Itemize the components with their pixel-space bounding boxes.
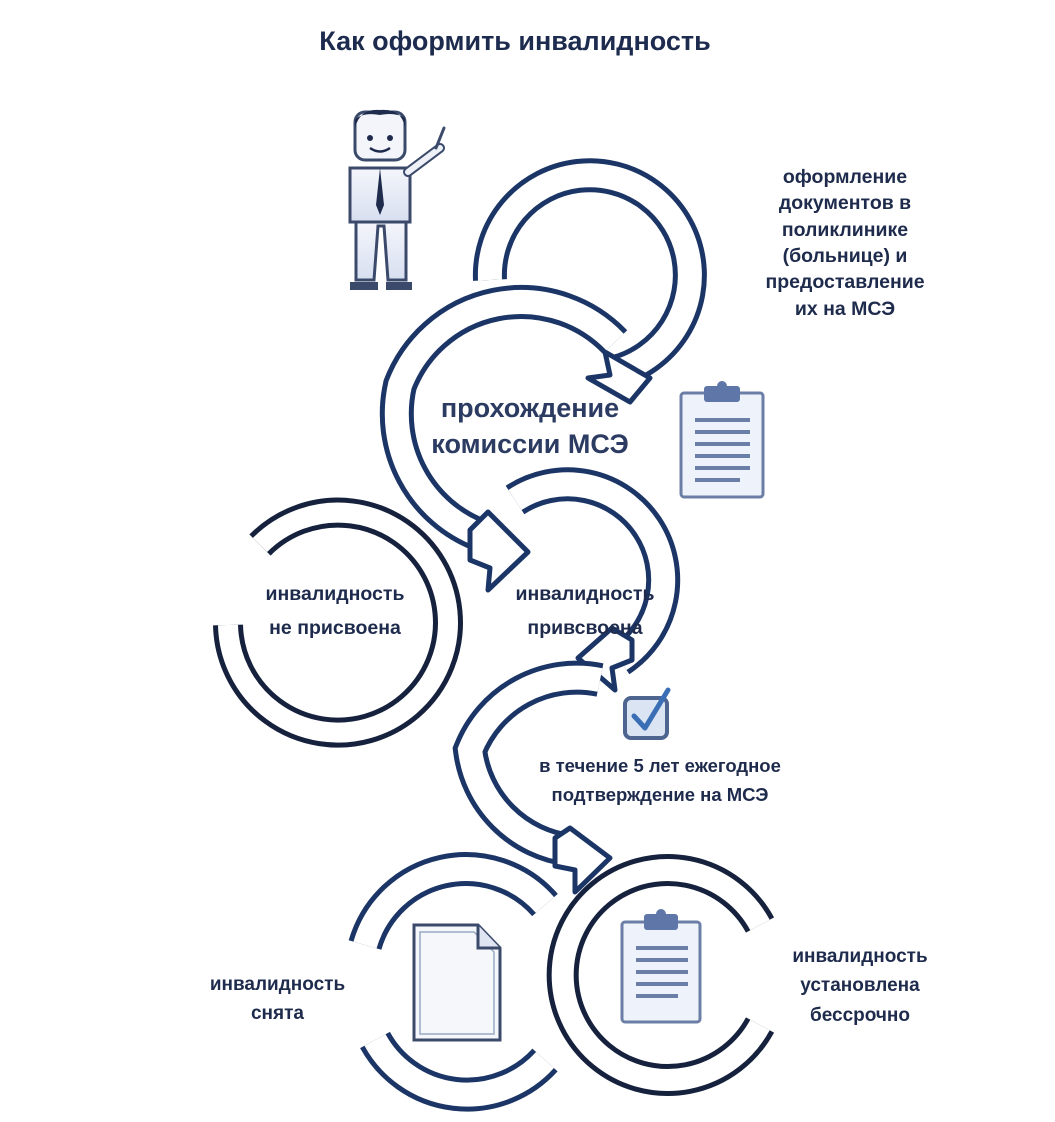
arrowhead-left: [575, 625, 635, 693]
arrowhead-down: [585, 349, 653, 405]
step-permanent-line: инвалидность: [792, 946, 928, 967]
page-title: Как оформить инвалидность: [319, 26, 711, 56]
step-assigned-line: инвалидность: [515, 583, 655, 605]
step-removed: инвалидность снята: [180, 970, 375, 1029]
step-permanent-line: бессрочно: [809, 1004, 911, 1026]
step-documents-line: поликлинике: [781, 218, 909, 241]
step-assigned: инвалидность привсвоена: [485, 577, 685, 645]
ring-removed: [348, 852, 558, 1112]
step-commission: прохождение комиссии МСЭ: [395, 390, 665, 463]
step-documents-line: оформление: [782, 166, 908, 188]
step-not-assigned: инвалидность не присвоена: [235, 577, 435, 645]
step-commission-line: комиссии МСЭ: [431, 429, 629, 460]
document-icon: [412, 923, 502, 1042]
step-documents-line: документов в: [778, 192, 912, 215]
clipboard-icon: [679, 381, 765, 499]
ring-documents: [472, 158, 707, 405]
step-documents-line: предоставление: [765, 271, 925, 294]
ring-annual: [452, 660, 613, 895]
businessman-icon: [348, 109, 446, 290]
ring-commission: [379, 285, 628, 593]
step-annual-line: в течение 5 лет ежегодное: [539, 755, 781, 776]
step-commission-line: прохождение: [440, 393, 620, 423]
step-permanent-line: установлена: [800, 975, 920, 997]
step-removed-line: снята: [250, 1003, 304, 1025]
clipboard-icon: [620, 909, 702, 1024]
ring-assigned: [505, 467, 681, 693]
ring-not-assigned: [213, 497, 463, 748]
checkbox-icon: [623, 687, 671, 740]
step-not-assigned-line: инвалидность: [265, 583, 405, 605]
step-annual-line: подтверждение на МСЭ: [551, 783, 769, 805]
arrowhead-down-right: [552, 825, 613, 895]
arrowhead-right: [467, 509, 531, 593]
step-annual-confirmation: в течение 5 лет ежегодное подтверждение …: [490, 752, 830, 809]
step-documents-line: (больнице) и: [782, 244, 908, 267]
step-removed-line: инвалидность: [209, 974, 346, 995]
step-documents: оформление документов в поликлинике (бол…: [720, 164, 970, 322]
step-assigned-line: привсвоена: [527, 617, 643, 640]
step-not-assigned-line: не присвоена: [269, 617, 401, 640]
step-documents-line: их на МСЭ: [794, 297, 896, 320]
step-permanent: инвалидность установлена бессрочно: [770, 942, 950, 1030]
ring-permanent: [546, 854, 775, 1096]
